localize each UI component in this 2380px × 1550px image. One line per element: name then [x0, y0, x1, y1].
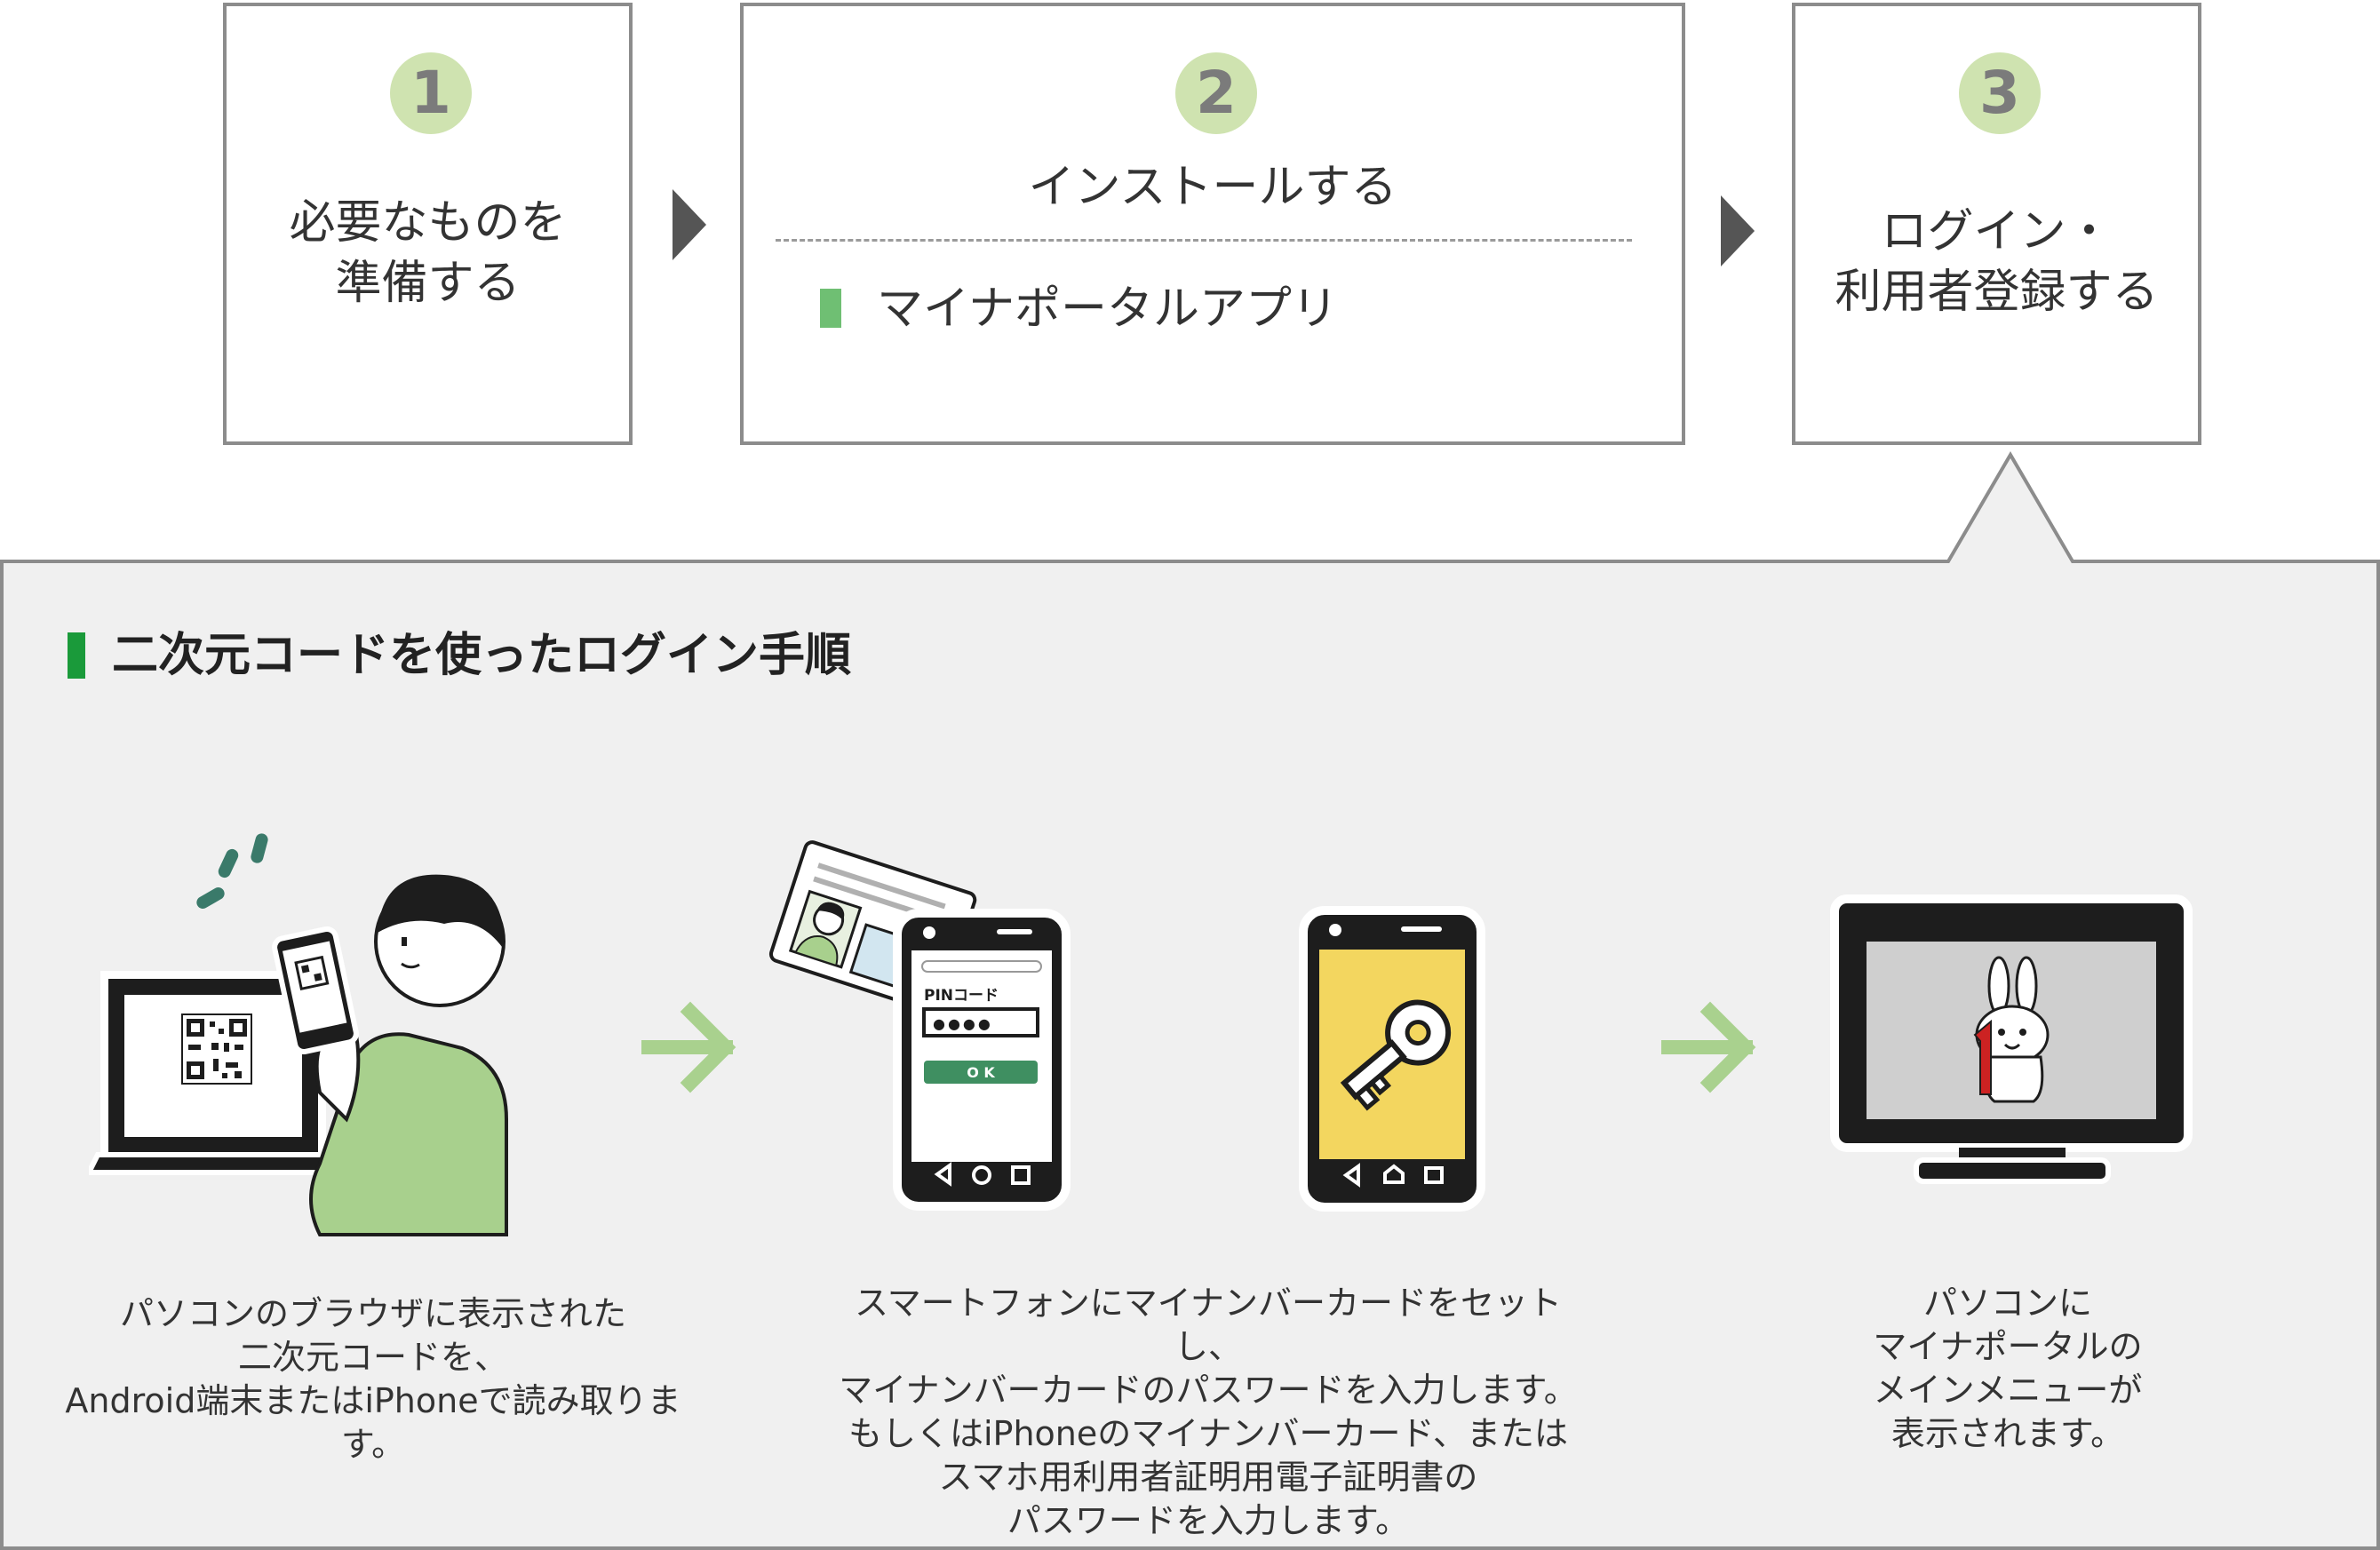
step-box-2: 2 インストールする マイナポータルアプリ: [740, 3, 1685, 445]
step-box-1: 1 必要なものを 準備する: [223, 3, 633, 445]
step-title-1: 必要なものを 準備する: [289, 196, 567, 310]
caption-step-scan: パソコンのブラウザに表示された 二次元コードを、 Android端末またはiPh…: [65, 1294, 681, 1464]
caption-step-password: スマートフォンにマイナンバーカードをセットし、 マイナンバーカードのパスワードを…: [839, 1284, 1578, 1540]
flow-arrow-right-icon: [1661, 1001, 1756, 1093]
step-title-2: インストールする: [1028, 161, 1397, 214]
step-arrow-right-icon: [1721, 195, 1755, 266]
pin-code-label: PINコード: [924, 987, 999, 1005]
app-label: マイナポータルアプリ: [877, 282, 1338, 336]
person-scanning-qr-illustration: [89, 833, 508, 1236]
app-bullet: [820, 289, 841, 328]
key-icon: [1340, 999, 1452, 1111]
card-and-pin-phone-illustration: PINコード ●●●● O K: [768, 840, 1071, 1211]
laptop-icon: [89, 971, 369, 1175]
step-arrow-right-icon: [673, 189, 706, 260]
pin-mask: ●●●●: [933, 1015, 993, 1032]
ok-button-label: O K: [967, 1064, 995, 1081]
key-phone-illustration: [1299, 906, 1485, 1212]
step-title-3: ログイン・ 利用者登録する: [1835, 205, 2159, 319]
step-number-1: 1: [390, 52, 472, 134]
caption-step-menu: パソコンに マイナポータルの メインメニューが 表示されます。: [1873, 1284, 2143, 1453]
monitor-with-mascot-illustration: [1830, 894, 2193, 1184]
smartphone-icon: PINコード ●●●● O K: [893, 909, 1071, 1211]
step-number-2: 2: [1175, 52, 1257, 134]
smartphone-icon: [272, 926, 359, 1054]
rabbit-mascot-icon: [1973, 956, 2050, 1103]
flow-arrow-right-icon: [641, 1001, 736, 1093]
step-box-3: 3 ログイン・ 利用者登録する: [1792, 3, 2201, 445]
notification-marks-icon: [196, 833, 268, 909]
section-bullet: [68, 632, 85, 679]
step-number-3: 3: [1959, 52, 2041, 134]
dashed-divider: [776, 239, 1632, 242]
person-icon: [272, 874, 508, 1236]
section-title: 二次元コードを使ったログイン手順: [112, 629, 852, 682]
qr-code-icon: [181, 1013, 252, 1085]
